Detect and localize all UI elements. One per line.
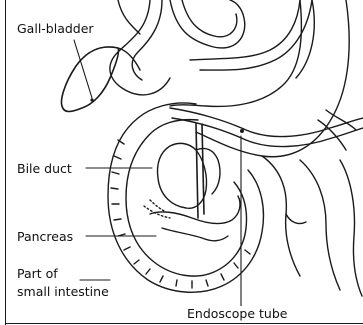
frame-left-border (5, 0, 6, 325)
label-small-intestine-line1: Part of (16, 266, 59, 281)
label-pancreas: Pancreas (16, 229, 74, 244)
leader-gall-bladder (74, 40, 92, 98)
stomach-shape (170, 0, 356, 157)
label-endoscope-tube: Endoscope tube (186, 306, 288, 321)
gall-bladder-shape (62, 47, 140, 112)
frame-bottom-border (5, 323, 363, 324)
pancreas-shape (144, 124, 240, 241)
upper-structures (110, 0, 312, 95)
label-small-intestine-line2: small intestine (16, 284, 110, 299)
label-bile-duct: Bile duct (16, 161, 73, 176)
small-intestine-shape (262, 156, 362, 296)
label-gall-bladder: Gall-bladder (16, 21, 95, 36)
